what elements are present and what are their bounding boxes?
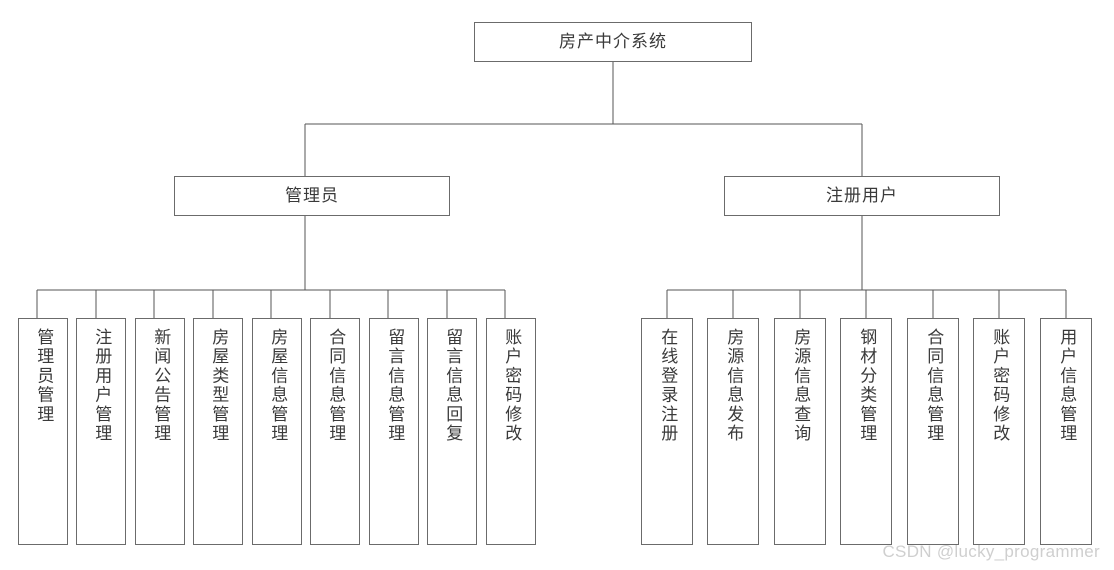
watermark-text: CSDN @lucky_programmer bbox=[882, 542, 1100, 561]
node-leaf-user-6-label: 账户密码修改 bbox=[989, 328, 1010, 444]
node-leaf-user-1[interactable]: 在线登录注册 bbox=[641, 318, 693, 545]
node-leaf-admin-8[interactable]: 留言信息回复 bbox=[427, 318, 477, 545]
node-branch-admin-label: 管理员 bbox=[285, 185, 339, 206]
node-leaf-user-6[interactable]: 账户密码修改 bbox=[973, 318, 1025, 545]
node-leaf-admin-6-label: 合同信息管理 bbox=[325, 328, 346, 444]
node-leaf-user-7-label: 用户信息管理 bbox=[1056, 328, 1077, 444]
node-leaf-user-1-label: 在线登录注册 bbox=[657, 328, 678, 444]
node-leaf-admin-1-label: 管理员管理 bbox=[33, 328, 54, 424]
node-leaf-admin-8-label: 留言信息回复 bbox=[442, 328, 463, 444]
node-leaf-user-2[interactable]: 房源信息发布 bbox=[707, 318, 759, 545]
node-leaf-admin-7[interactable]: 留言信息管理 bbox=[369, 318, 419, 545]
node-leaf-admin-7-label: 留言信息管理 bbox=[384, 328, 405, 444]
node-leaf-admin-9-label: 账户密码修改 bbox=[501, 328, 522, 444]
node-leaf-user-4-label: 钢材分类管理 bbox=[856, 328, 877, 444]
node-leaf-user-5[interactable]: 合同信息管理 bbox=[907, 318, 959, 545]
node-branch-admin[interactable]: 管理员 bbox=[174, 176, 450, 216]
node-leaf-admin-4-label: 房屋类型管理 bbox=[208, 328, 229, 444]
node-leaf-admin-5[interactable]: 房屋信息管理 bbox=[252, 318, 302, 545]
node-leaf-admin-5-label: 房屋信息管理 bbox=[267, 328, 288, 444]
node-leaf-admin-4[interactable]: 房屋类型管理 bbox=[193, 318, 243, 545]
node-root[interactable]: 房产中介系统 bbox=[474, 22, 752, 62]
node-leaf-admin-3-label: 新闻公告管理 bbox=[150, 328, 171, 444]
node-leaf-user-3-label: 房源信息查询 bbox=[790, 328, 811, 444]
node-leaf-admin-9[interactable]: 账户密码修改 bbox=[486, 318, 536, 545]
node-root-label: 房产中介系统 bbox=[559, 31, 667, 52]
node-leaf-admin-1[interactable]: 管理员管理 bbox=[18, 318, 68, 545]
node-leaf-admin-2-label: 注册用户管理 bbox=[91, 328, 112, 444]
node-branch-user-label: 注册用户 bbox=[826, 185, 898, 206]
node-leaf-admin-6[interactable]: 合同信息管理 bbox=[310, 318, 360, 545]
node-leaf-user-4[interactable]: 钢材分类管理 bbox=[840, 318, 892, 545]
node-leaf-admin-2[interactable]: 注册用户管理 bbox=[76, 318, 126, 545]
node-leaf-user-7[interactable]: 用户信息管理 bbox=[1040, 318, 1092, 545]
node-branch-user[interactable]: 注册用户 bbox=[724, 176, 1000, 216]
node-leaf-user-5-label: 合同信息管理 bbox=[923, 328, 944, 444]
node-leaf-admin-3[interactable]: 新闻公告管理 bbox=[135, 318, 185, 545]
node-leaf-user-2-label: 房源信息发布 bbox=[723, 328, 744, 444]
node-leaf-user-3[interactable]: 房源信息查询 bbox=[774, 318, 826, 545]
